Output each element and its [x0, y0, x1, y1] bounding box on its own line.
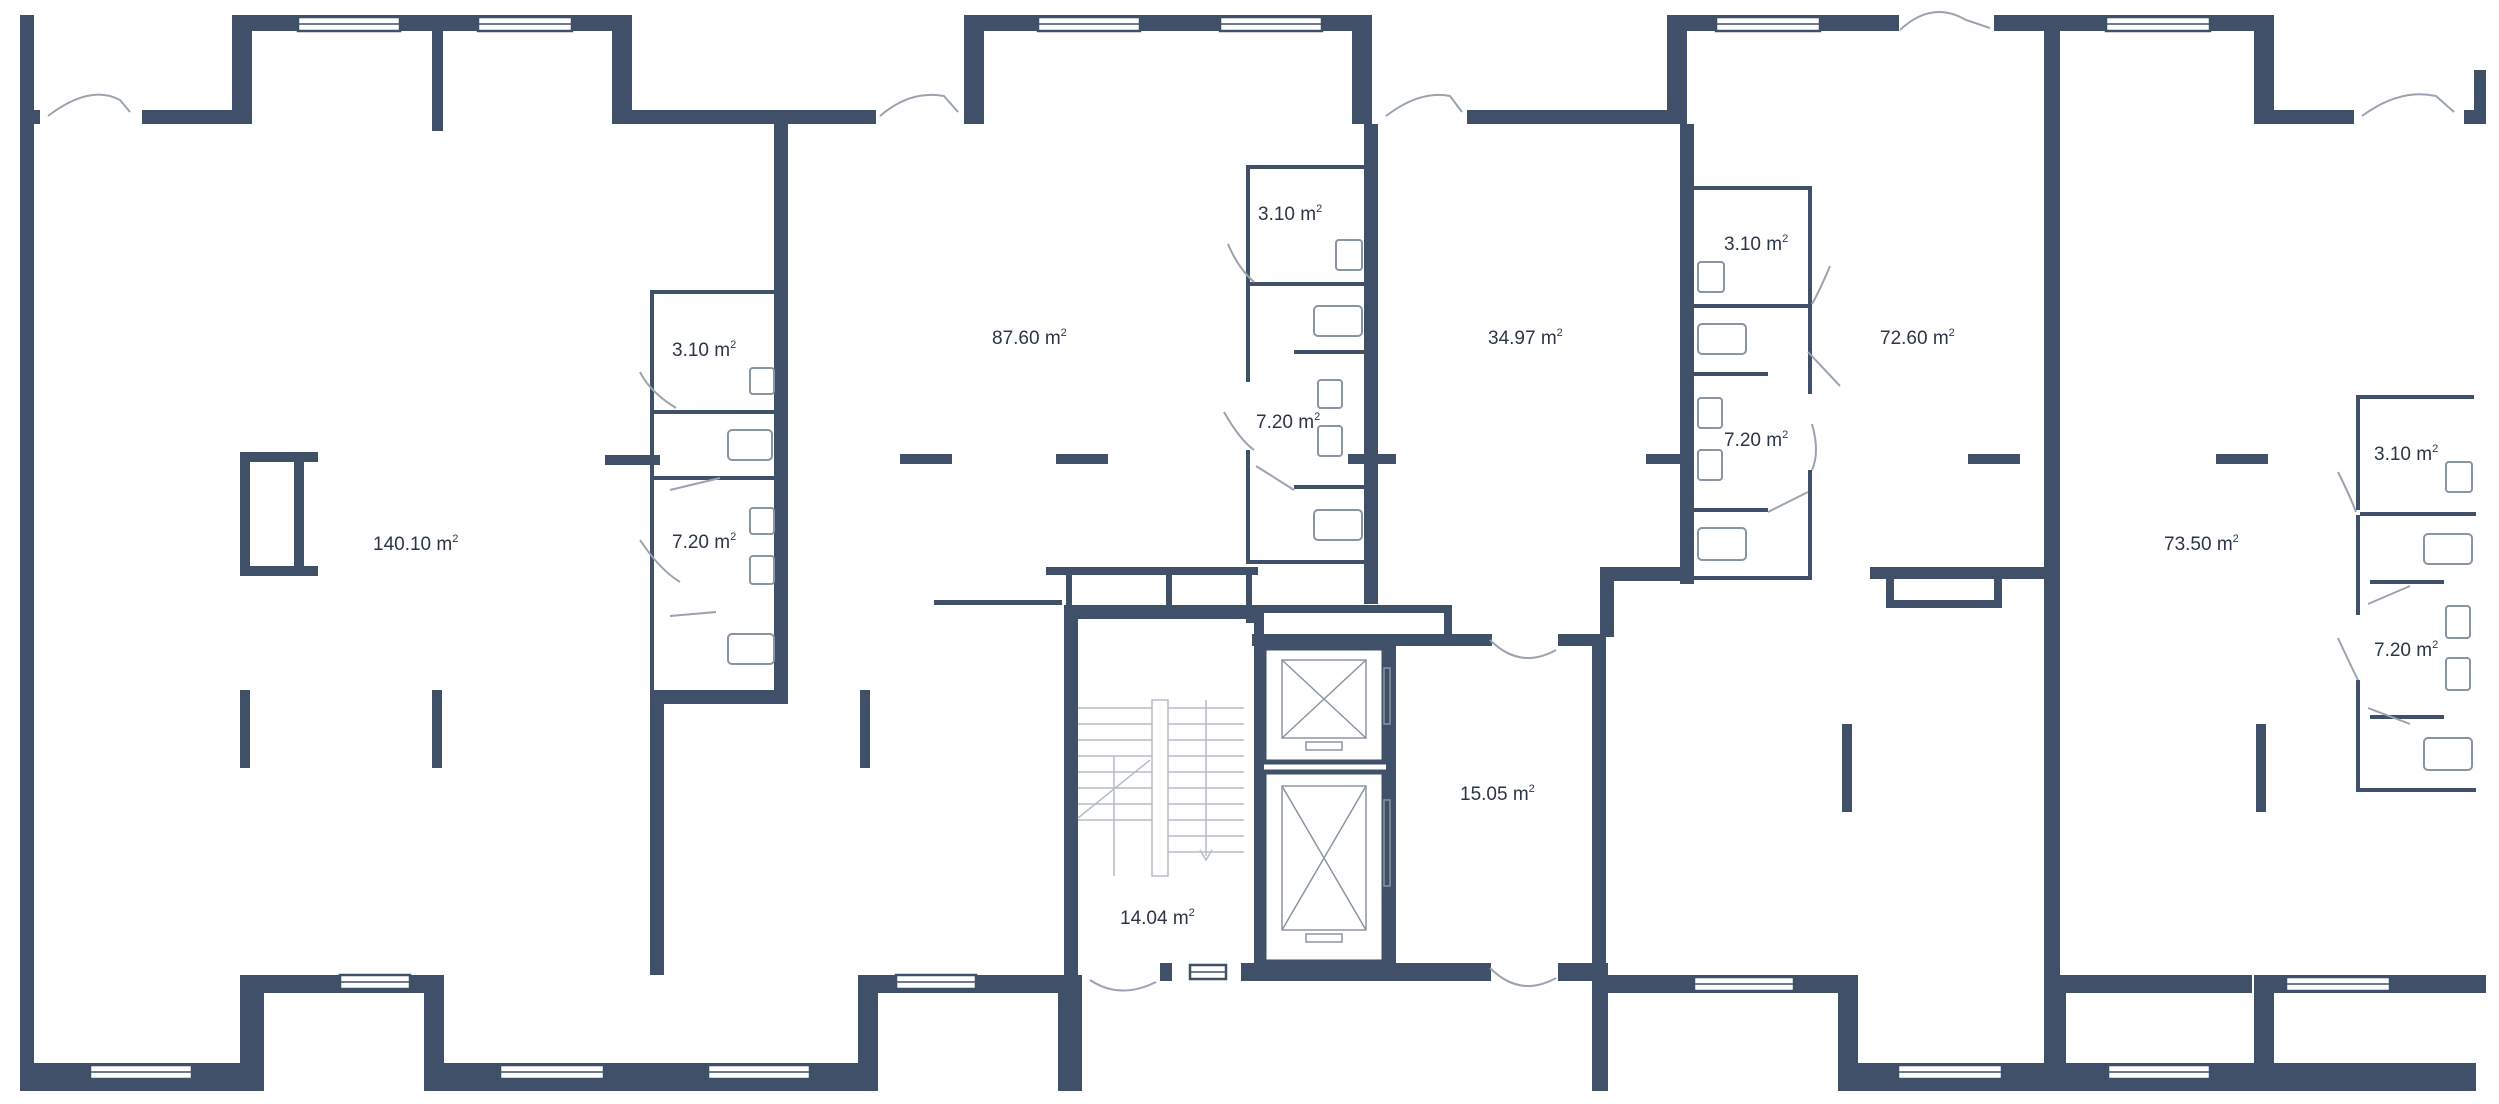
area-labels: 140.10 m2 3.10 m2 7.20 m2 87.60 m2 3.10 … [373, 203, 2438, 929]
sanitary-fixtures [727, 239, 2473, 771]
room-area-label: 3.10 m2 [672, 339, 736, 361]
room-area-label: 7.20 m2 [672, 531, 736, 553]
room-area-label: 7.20 m2 [1724, 429, 1788, 451]
exterior-walls [20, 15, 2486, 1091]
elevators [1261, 645, 1391, 965]
room-area-label: 73.50 m2 [2164, 533, 2239, 555]
room-area-label: 3.10 m2 [1258, 203, 1322, 225]
room-area-label: 7.20 m2 [2374, 639, 2438, 661]
room-area-label: 15.05 m2 [1460, 783, 1535, 805]
windows [88, 15, 2392, 1081]
room-area-label: 72.60 m2 [1880, 327, 1955, 349]
room-area-label: 3.10 m2 [1724, 233, 1788, 255]
room-area-label: 34.97 m2 [1488, 327, 1563, 349]
doors [47, 11, 2455, 992]
room-area-label: 7.20 m2 [1256, 411, 1320, 433]
room-area-label: 140.10 m2 [373, 533, 458, 555]
staircase [1077, 699, 1244, 877]
interior-walls [240, 31, 2476, 985]
room-area-label: 3.10 m2 [2374, 443, 2438, 465]
room-area-label: 14.04 m2 [1120, 907, 1195, 929]
room-area-label: 87.60 m2 [992, 327, 1067, 349]
